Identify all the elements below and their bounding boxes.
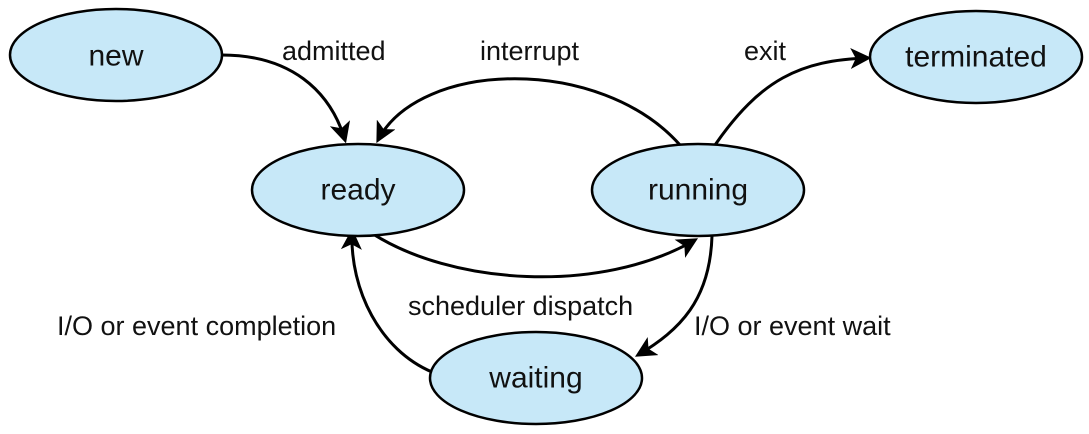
transition-edges xyxy=(221,48,872,374)
state-running-shape xyxy=(590,142,806,238)
label-scheduler-dispatch: scheduler dispatch xyxy=(408,291,633,321)
edge-scheduler-dispatch xyxy=(369,230,699,279)
state-terminated-shape xyxy=(868,9,1084,105)
state-running-label: running xyxy=(648,174,748,207)
state-node-terminated: terminated xyxy=(868,9,1084,105)
state-ready-shape xyxy=(250,142,466,238)
label-exit: exit xyxy=(744,36,787,66)
state-new-label: new xyxy=(88,40,143,73)
state-node-ready: ready xyxy=(250,142,466,238)
label-admitted: admitted xyxy=(282,36,386,66)
edge-exit xyxy=(713,48,872,146)
edge-admitted xyxy=(221,53,351,144)
state-waiting-shape xyxy=(428,330,644,426)
edge-io-event-completion xyxy=(340,228,433,374)
state-node-waiting: waiting xyxy=(428,330,644,426)
label-io-event-wait: I/O or event wait xyxy=(694,311,891,341)
state-ready-label: ready xyxy=(320,174,395,207)
transition-labels: admitted interrupt exit scheduler dispat… xyxy=(57,36,891,341)
state-node-running: running xyxy=(590,142,806,238)
label-io-event-completion: I/O or event completion xyxy=(57,311,336,341)
state-waiting-label: waiting xyxy=(488,362,582,395)
state-new-shape xyxy=(8,7,224,103)
edge-io-event-wait xyxy=(634,235,714,357)
state-terminated-label: terminated xyxy=(905,41,1047,74)
edge-interrupt xyxy=(376,77,682,146)
state-node-new: new xyxy=(8,7,224,103)
label-interrupt: interrupt xyxy=(480,36,580,66)
